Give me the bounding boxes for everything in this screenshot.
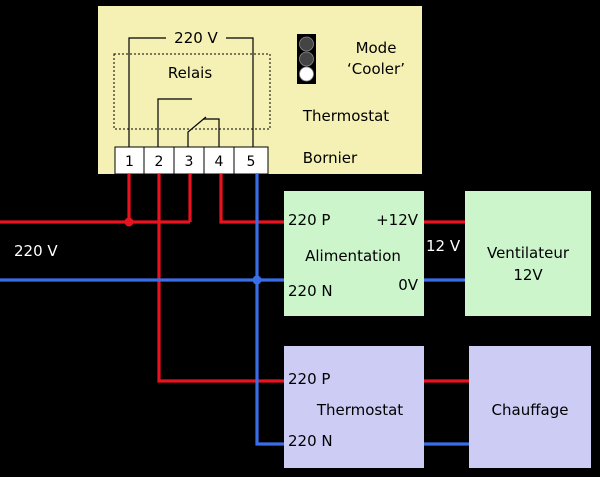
phase-wires [0, 174, 469, 383]
neutral-wire-terminal-5 [255, 174, 284, 446]
terminal-block-label: Bornier [303, 149, 358, 167]
fan-box: Ventilateur 12V [465, 191, 591, 316]
relay-label: Relais [168, 64, 213, 82]
phase-wire-terminal-4-to-supply [219, 174, 284, 224]
terminal-5 [233, 146, 269, 175]
indicator-led-2 [299, 51, 314, 67]
terminal-4-label: 4 [215, 154, 224, 170]
neutral-junction [252, 275, 262, 285]
neutral-wires [0, 174, 469, 446]
terminal-2-label: 2 [155, 154, 164, 170]
fan-box-body [465, 191, 591, 316]
terminal-2 [143, 146, 175, 175]
fan-label-line2: 12V [513, 266, 543, 284]
heating-thermostat-in-neutral: 220 N [288, 432, 333, 450]
terminal-block: 1 2 3 4 5 [114, 146, 269, 175]
terminal-5-label: 5 [247, 154, 256, 170]
thermostat-box-body [98, 6, 422, 174]
heater-box: Chauffage [469, 346, 591, 468]
power-supply-in-neutral: 220 N [288, 282, 333, 300]
power-supply-name: Alimentation [305, 247, 401, 265]
phase-junction [124, 217, 134, 227]
mains-voltage-label: 220 V [14, 242, 58, 260]
terminal-4 [203, 146, 235, 175]
terminal-1-label: 1 [125, 154, 134, 170]
power-supply-out-ground: 0V [398, 276, 419, 294]
heater-label: Chauffage [492, 401, 569, 419]
relay-contact-3 [187, 116, 207, 147]
terminal-1 [114, 146, 145, 175]
power-supply-in-phase: 220 P [288, 211, 330, 229]
fan-label-line1: Ventilateur [487, 244, 570, 262]
indicator-led-1 [299, 36, 314, 52]
thermostat-name: Thermostat [302, 107, 389, 125]
mode-label: Mode [356, 39, 397, 57]
terminal-3-label: 3 [185, 154, 194, 170]
relay-contact-4 [203, 118, 220, 147]
power-supply-box: 220 P +12V Alimentation 220 N 0V [284, 191, 424, 316]
thermostat-box: 220 V Relais Mode ‘Cooler’ Thermostat Bo… [98, 6, 422, 175]
indicator-led-3 [299, 66, 314, 82]
heater-box-body [469, 346, 591, 468]
power-supply-body [284, 191, 424, 316]
link-voltage-label: 12 V [426, 237, 461, 255]
power-supply-out-positive: +12V [376, 211, 419, 229]
heating-thermostat-in-phase: 220 P [288, 370, 330, 388]
relay-contact-2 [157, 98, 192, 147]
thermostat-voltage-label: 220 V [174, 29, 218, 47]
internal-wire-220v-right [226, 37, 254, 147]
heating-thermostat-box: 220 P Thermostat 220 N [284, 346, 424, 468]
heating-thermostat-name: Thermostat [316, 401, 403, 419]
heating-thermostat-body [284, 346, 424, 468]
phase-wire-terminal-2-to-heating [157, 174, 284, 383]
internal-wire-220v [128, 37, 166, 147]
mode-value: ‘Cooler’ [347, 60, 405, 78]
